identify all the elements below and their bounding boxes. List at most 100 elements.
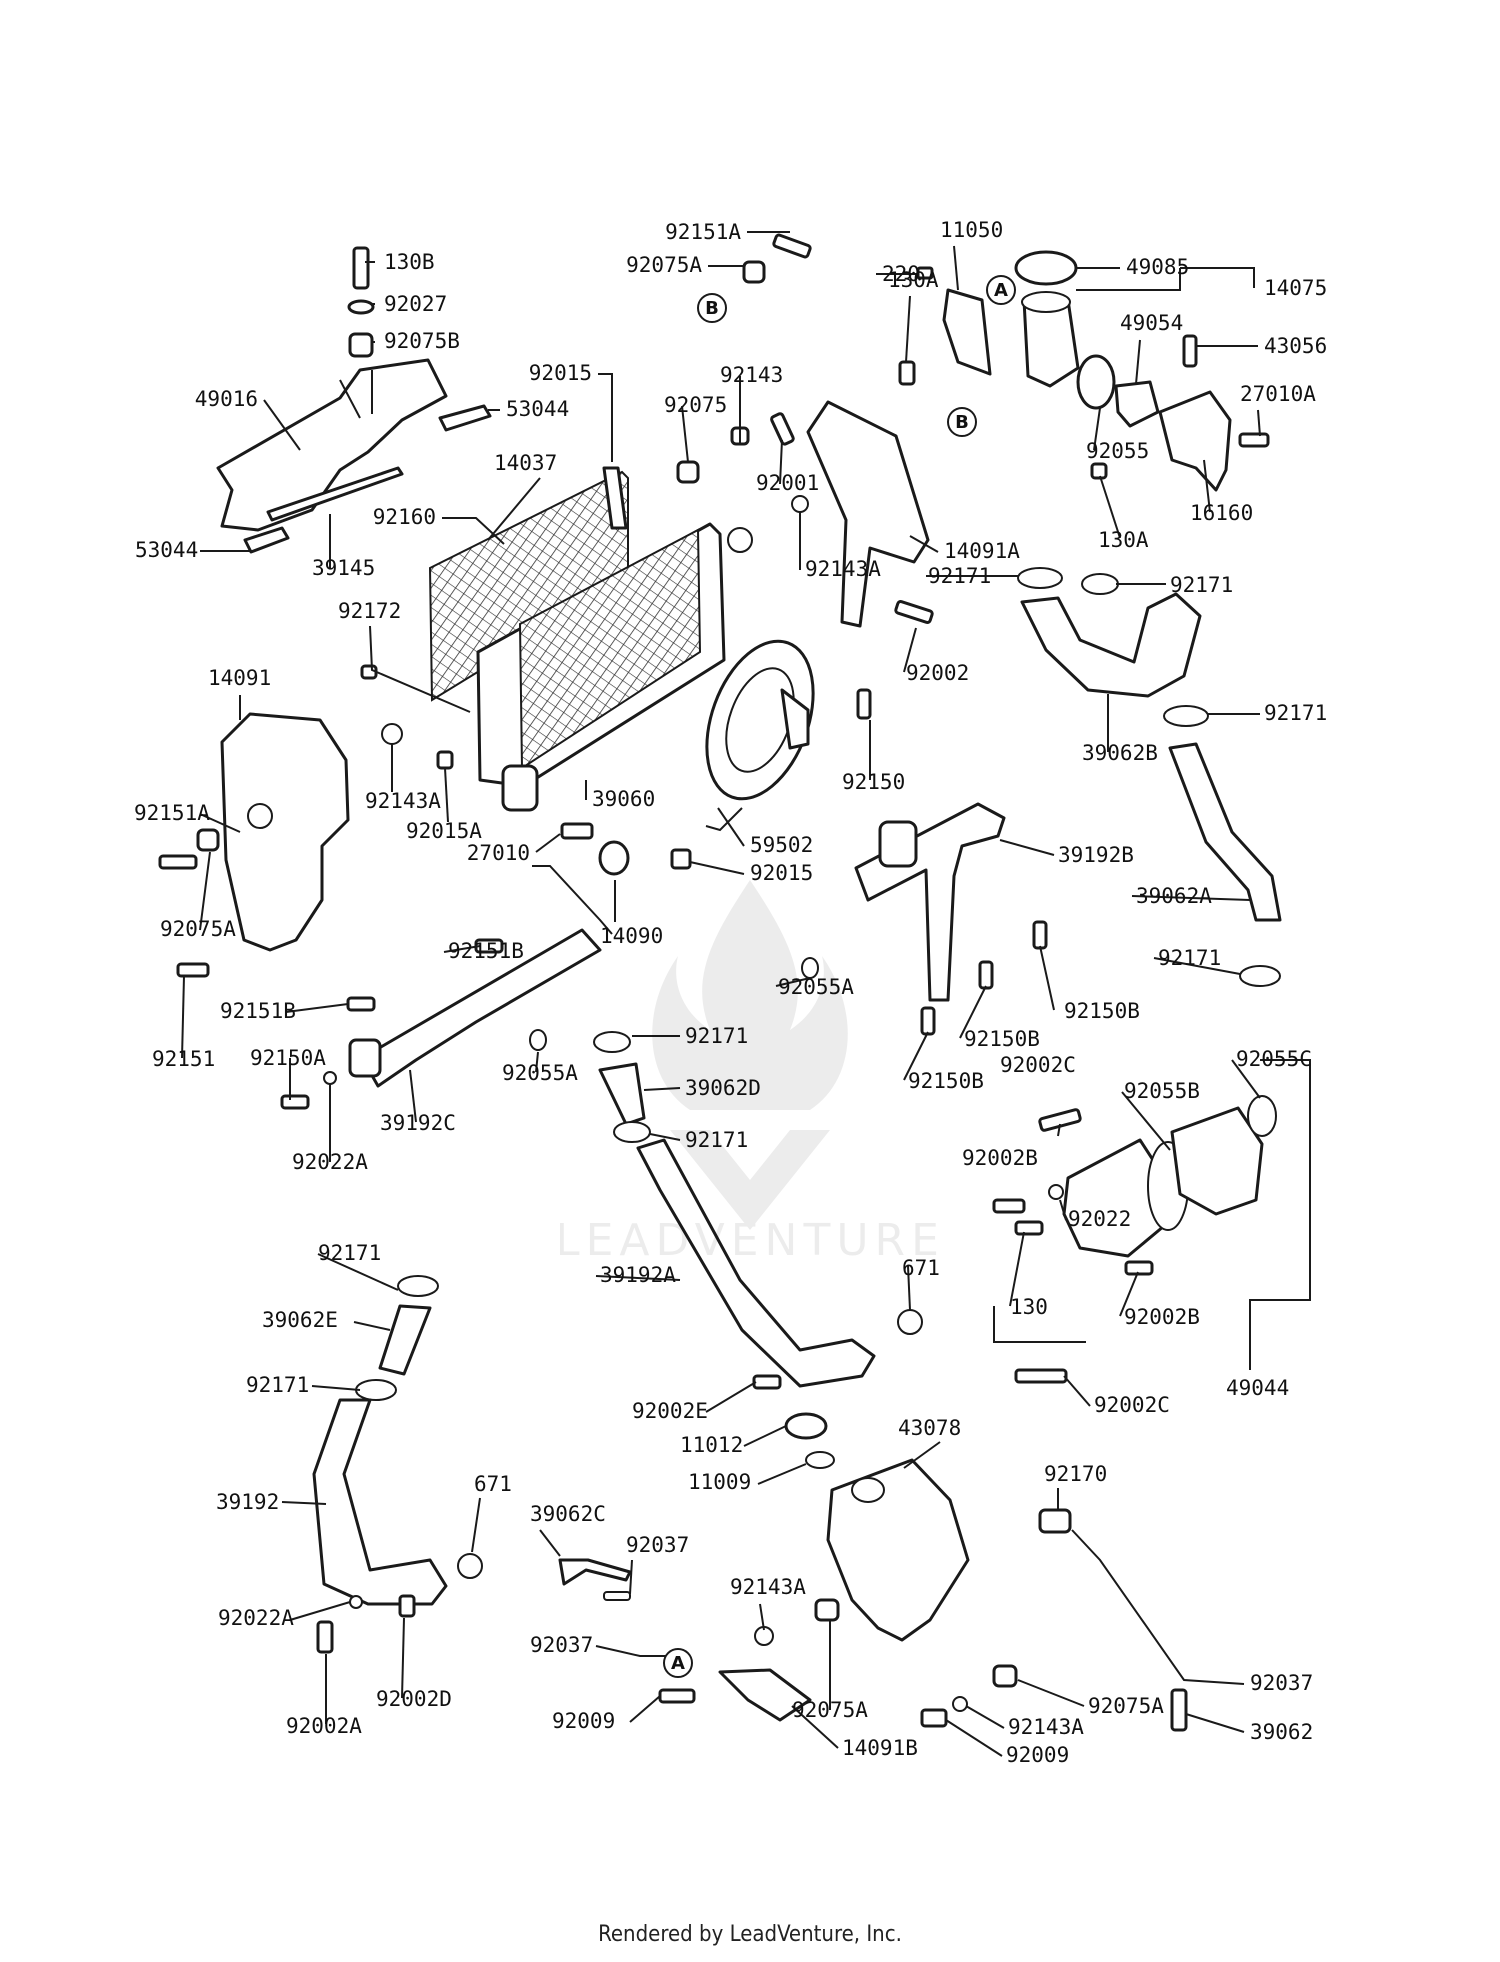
part-callout-92150b: 92150B bbox=[964, 1027, 1040, 1051]
part-callout-92075a: 92075A bbox=[626, 253, 702, 277]
part-callout-92002b: 92002B bbox=[962, 1146, 1038, 1170]
part-callout-39192a: 39192A bbox=[600, 1263, 676, 1287]
hose-39062c bbox=[558, 1558, 632, 1586]
part-callout-92055a: 92055A bbox=[778, 975, 854, 999]
reference-circle-outline bbox=[697, 293, 727, 323]
grommet-92075a-tank bbox=[814, 1598, 840, 1622]
strip-39145 bbox=[266, 466, 404, 522]
part-callout-92002c: 92002C bbox=[1000, 1053, 1076, 1077]
grommet-92075a-tank-low bbox=[992, 1664, 1018, 1688]
strip-53044-top bbox=[438, 404, 492, 432]
part-callout-92002d: 92002D bbox=[376, 1687, 452, 1711]
part-callout-92015: 92015 bbox=[529, 361, 592, 385]
grommet-14090 bbox=[598, 840, 630, 876]
part-callout-92075a: 92075A bbox=[792, 1698, 868, 1722]
bolt-92151-left bbox=[176, 962, 210, 978]
bolt-130a-left bbox=[898, 360, 916, 386]
bolt-130b bbox=[352, 246, 370, 290]
part-callout-92022: 92022 bbox=[1068, 1207, 1131, 1231]
part-callout-92022a: 92022A bbox=[292, 1150, 368, 1174]
part-callout-92170: 92170 bbox=[1044, 1462, 1107, 1486]
bolt-92002b-right bbox=[1124, 1260, 1154, 1276]
hose-39062e bbox=[378, 1304, 432, 1376]
reference-letter: A bbox=[671, 1653, 685, 1674]
part-callout-92143a: 92143A bbox=[1008, 1715, 1084, 1739]
washer-92022a-left bbox=[323, 1071, 337, 1085]
part-callout-92022a: 92022A bbox=[218, 1606, 294, 1630]
reference-circle-a: A bbox=[986, 275, 1016, 305]
bolt-92151a-left bbox=[158, 854, 198, 870]
part-callout-53044: 53044 bbox=[135, 538, 198, 562]
radiator-side-guard-49016 bbox=[216, 358, 448, 532]
part-callout-92171: 92171 bbox=[685, 1128, 748, 1152]
part-callout-14037: 14037 bbox=[494, 451, 557, 475]
part-callout-92075b: 92075B bbox=[384, 329, 460, 353]
part-callout-130a: 130A bbox=[1098, 528, 1149, 552]
pipe-39192 bbox=[312, 1398, 448, 1606]
part-callout-92055c: 92055C bbox=[1236, 1047, 1312, 1071]
clamp-92171-c bbox=[1163, 705, 1209, 727]
clamp-92171-e bbox=[593, 1031, 631, 1053]
fan-switch-27010a bbox=[1238, 432, 1270, 448]
reference-circle-outline bbox=[663, 1648, 693, 1678]
part-callout-14091: 14091 bbox=[208, 666, 271, 690]
bolt-130-pump bbox=[1014, 1220, 1044, 1236]
part-callout-14091a: 14091A bbox=[944, 539, 1020, 563]
part-callout-220: 220 bbox=[882, 262, 920, 286]
bolt-92002b-left bbox=[992, 1198, 1026, 1214]
part-callout-92151: 92151 bbox=[152, 1047, 215, 1071]
part-callout-92150: 92150 bbox=[842, 770, 905, 794]
reference-circle-outline bbox=[986, 275, 1016, 305]
collar-92143a-left bbox=[381, 723, 403, 745]
leadventure-watermark: LEADVENTURE bbox=[560, 880, 939, 1260]
o-ring-92055a-left bbox=[529, 1029, 547, 1051]
part-callout-43078: 43078 bbox=[898, 1416, 961, 1440]
part-callout-49085: 49085 bbox=[1126, 255, 1189, 279]
washer-92022a-bottom bbox=[349, 1595, 363, 1609]
bolt-92150b-a bbox=[1032, 920, 1048, 950]
washer-92027 bbox=[347, 299, 375, 315]
part-callout-92015: 92015 bbox=[750, 861, 813, 885]
part-callout-92160: 92160 bbox=[373, 505, 436, 529]
part-callout-92027: 92027 bbox=[384, 292, 447, 316]
part-callout-92151b: 92151B bbox=[448, 939, 524, 963]
part-callout-671: 671 bbox=[902, 1256, 940, 1280]
part-callout-92002c: 92002C bbox=[1094, 1393, 1170, 1417]
part-callout-39062e: 39062E bbox=[262, 1308, 338, 1332]
part-callout-39192b: 39192B bbox=[1058, 843, 1134, 867]
parts-artwork bbox=[158, 233, 1282, 1732]
clamp-92171-g bbox=[397, 1275, 439, 1297]
bolt-92001 bbox=[770, 412, 795, 446]
part-callout-671: 671 bbox=[474, 1472, 512, 1496]
bolt-92002e bbox=[752, 1374, 782, 1390]
radiator-screen-14037 bbox=[428, 470, 629, 702]
footer-credit: Rendered by LeadVenture, Inc. bbox=[598, 1922, 902, 1947]
pipe-39192a bbox=[636, 1138, 876, 1388]
washer-92022 bbox=[1048, 1184, 1064, 1200]
part-callout-39062a: 39062A bbox=[1136, 884, 1212, 908]
part-callout-92171: 92171 bbox=[685, 1024, 748, 1048]
part-callout-27010: 27010 bbox=[467, 841, 530, 865]
reference-letter: B bbox=[955, 412, 969, 433]
part-callout-49044: 49044 bbox=[1226, 1376, 1289, 1400]
part-callout-11050: 11050 bbox=[940, 218, 1003, 242]
part-callout-92150b: 92150B bbox=[908, 1069, 984, 1093]
part-callout-39060: 39060 bbox=[592, 787, 655, 811]
bolt-92009-right bbox=[920, 1708, 948, 1728]
washer-92143a-low bbox=[952, 1696, 968, 1712]
part-callout-92015a: 92015A bbox=[406, 819, 482, 843]
clamp-92171-b bbox=[1081, 573, 1119, 595]
shroud-14091a bbox=[806, 400, 930, 628]
flame-logo-icon bbox=[652, 880, 848, 1110]
part-callout-92151a: 92151A bbox=[665, 220, 741, 244]
part-callout-14090: 14090 bbox=[600, 924, 663, 948]
o-ring-92055 bbox=[1076, 354, 1116, 410]
hose-39062d bbox=[598, 1062, 646, 1126]
part-callout-92150a: 92150A bbox=[250, 1046, 326, 1070]
part-callout-92171: 92171 bbox=[1264, 701, 1327, 725]
part-callout-39062b: 39062B bbox=[1082, 741, 1158, 765]
radiator-cap-49085 bbox=[1014, 250, 1078, 286]
part-callout-53044: 53044 bbox=[506, 397, 569, 421]
part-callout-130a: 130A bbox=[888, 268, 939, 292]
